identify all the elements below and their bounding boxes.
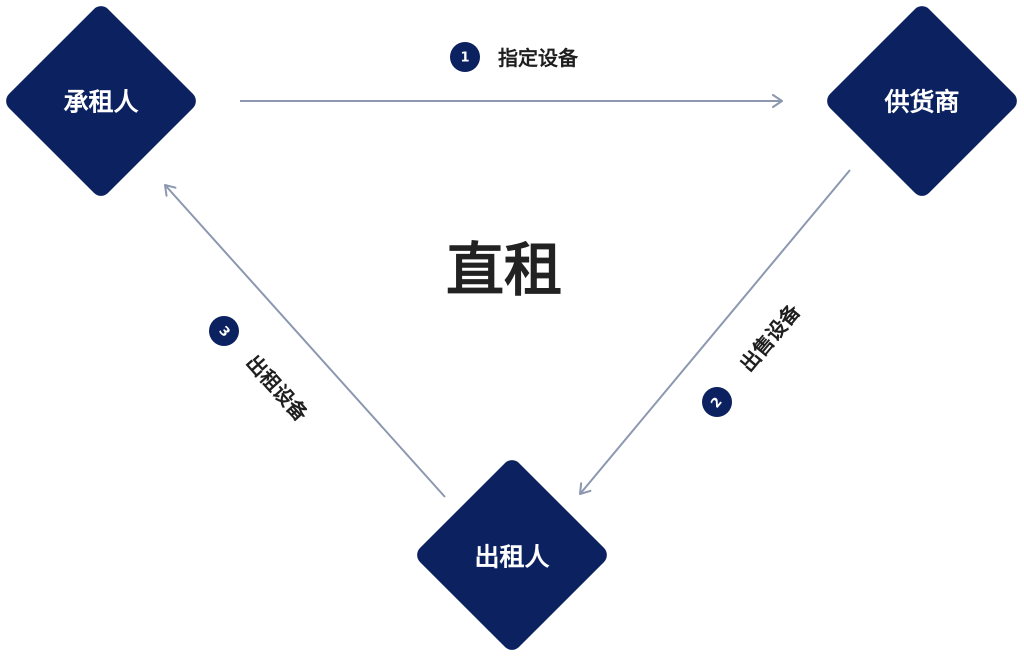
step-1-label: 指定设备 (498, 46, 579, 70)
lessee-label: 承租人 (63, 88, 138, 117)
lessee-diamond (6, 6, 196, 196)
diagram-title: 直租 (446, 236, 562, 304)
arrow-lessor-to-lessee (164, 184, 446, 498)
step-2-label: 出售设备 (735, 299, 805, 376)
step-1-number: 1 (460, 51, 469, 66)
supplier-label: 供货商 (883, 88, 959, 117)
step-3-label: 出租设备 (241, 350, 313, 426)
step-3-badge (209, 316, 239, 346)
step-2-badge (702, 387, 732, 417)
node-supplier: 供货商 (827, 6, 1017, 196)
step-1: 1 指定设备 (450, 42, 579, 72)
lessor-diamond (417, 460, 607, 650)
node-lessee: 承租人 (6, 6, 196, 196)
node-lessor: 出租人 (417, 460, 607, 650)
supplier-diamond (827, 6, 1017, 196)
step-2: 2 出售设备 (702, 299, 806, 417)
lessor-label: 出租人 (474, 543, 549, 572)
step-1-badge (450, 42, 480, 72)
arrow-supplier-to-lessor (579, 169, 851, 495)
